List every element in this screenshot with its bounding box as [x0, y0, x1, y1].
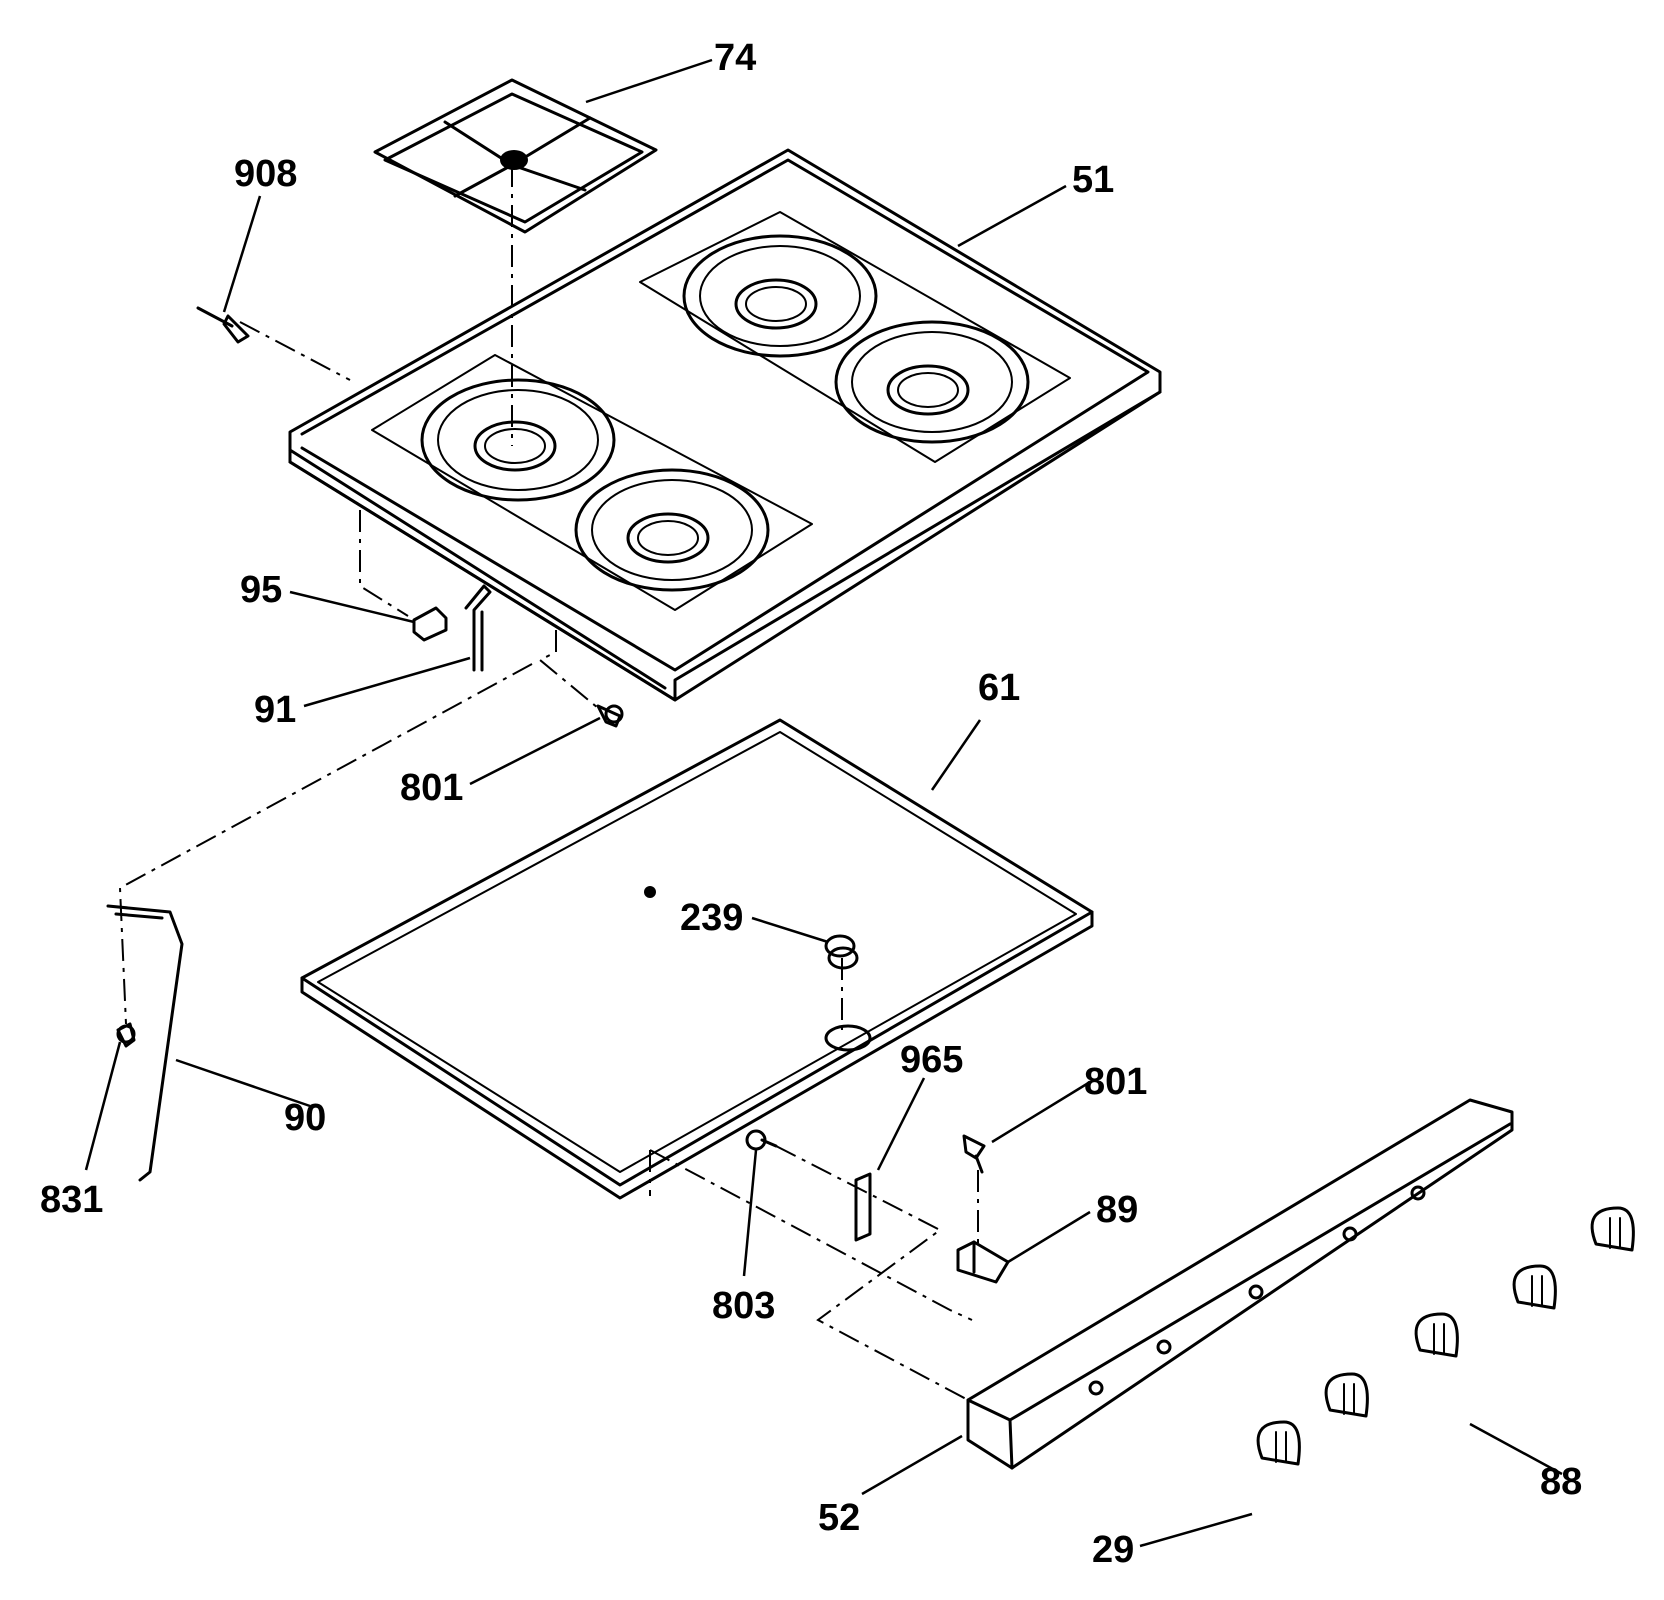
fastener-831 — [116, 1022, 136, 1048]
knob-4 — [1512, 1264, 1557, 1310]
callout-89: 89 — [1096, 1189, 1138, 1231]
hinge-rod-91 — [464, 584, 492, 672]
callout-74: 74 — [714, 37, 756, 79]
callout-95: 95 — [240, 569, 282, 611]
callout-801-top: 801 — [400, 767, 463, 809]
callout-908: 908 — [234, 153, 297, 195]
callout-90: 90 — [284, 1097, 326, 1139]
burner-grate-74 — [373, 78, 658, 234]
burner-recess-left-back — [420, 378, 616, 502]
assembly-lines — [118, 165, 979, 1401]
control-panel-52 — [966, 1098, 1514, 1470]
callout-88: 88 — [1540, 1461, 1582, 1503]
callout-29: 29 — [1092, 1529, 1134, 1571]
callout-61: 61 — [978, 667, 1020, 709]
leader-lines — [84, 58, 1563, 1548]
plug-239 — [824, 934, 856, 958]
support-rod-90 — [106, 904, 184, 1182]
knob-5 — [1590, 1206, 1635, 1252]
callout-91: 91 — [254, 689, 296, 731]
knob-3 — [1414, 1312, 1459, 1358]
cooktop-51 — [288, 148, 1162, 702]
callout-803: 803 — [712, 1285, 775, 1327]
knob-2 — [1324, 1372, 1369, 1418]
screw-801-top — [596, 704, 624, 728]
fastener-803 — [745, 1129, 778, 1151]
burner-recess-left-front — [574, 468, 770, 592]
bracket-89 — [956, 1240, 1010, 1284]
screw-801-bottom — [962, 1134, 986, 1174]
callout-labels: 74 908 51 95 91 61 801 239 965 801 89 90… — [40, 37, 1582, 1571]
callout-965: 965 — [900, 1039, 963, 1081]
callout-831: 831 — [40, 1179, 103, 1221]
clip-95 — [412, 606, 448, 642]
callout-51: 51 — [1072, 159, 1114, 201]
knob-1 — [1256, 1420, 1301, 1466]
callout-801-bottom: 801 — [1084, 1061, 1147, 1103]
bottom-pan-61 — [300, 718, 1094, 1200]
burner-recess-right-back — [682, 234, 878, 358]
callout-52: 52 — [818, 1497, 860, 1539]
screw-908 — [196, 306, 250, 344]
spacer-965 — [854, 1172, 872, 1242]
callout-239: 239 — [680, 897, 743, 939]
burner-recess-right-front — [834, 320, 1030, 444]
